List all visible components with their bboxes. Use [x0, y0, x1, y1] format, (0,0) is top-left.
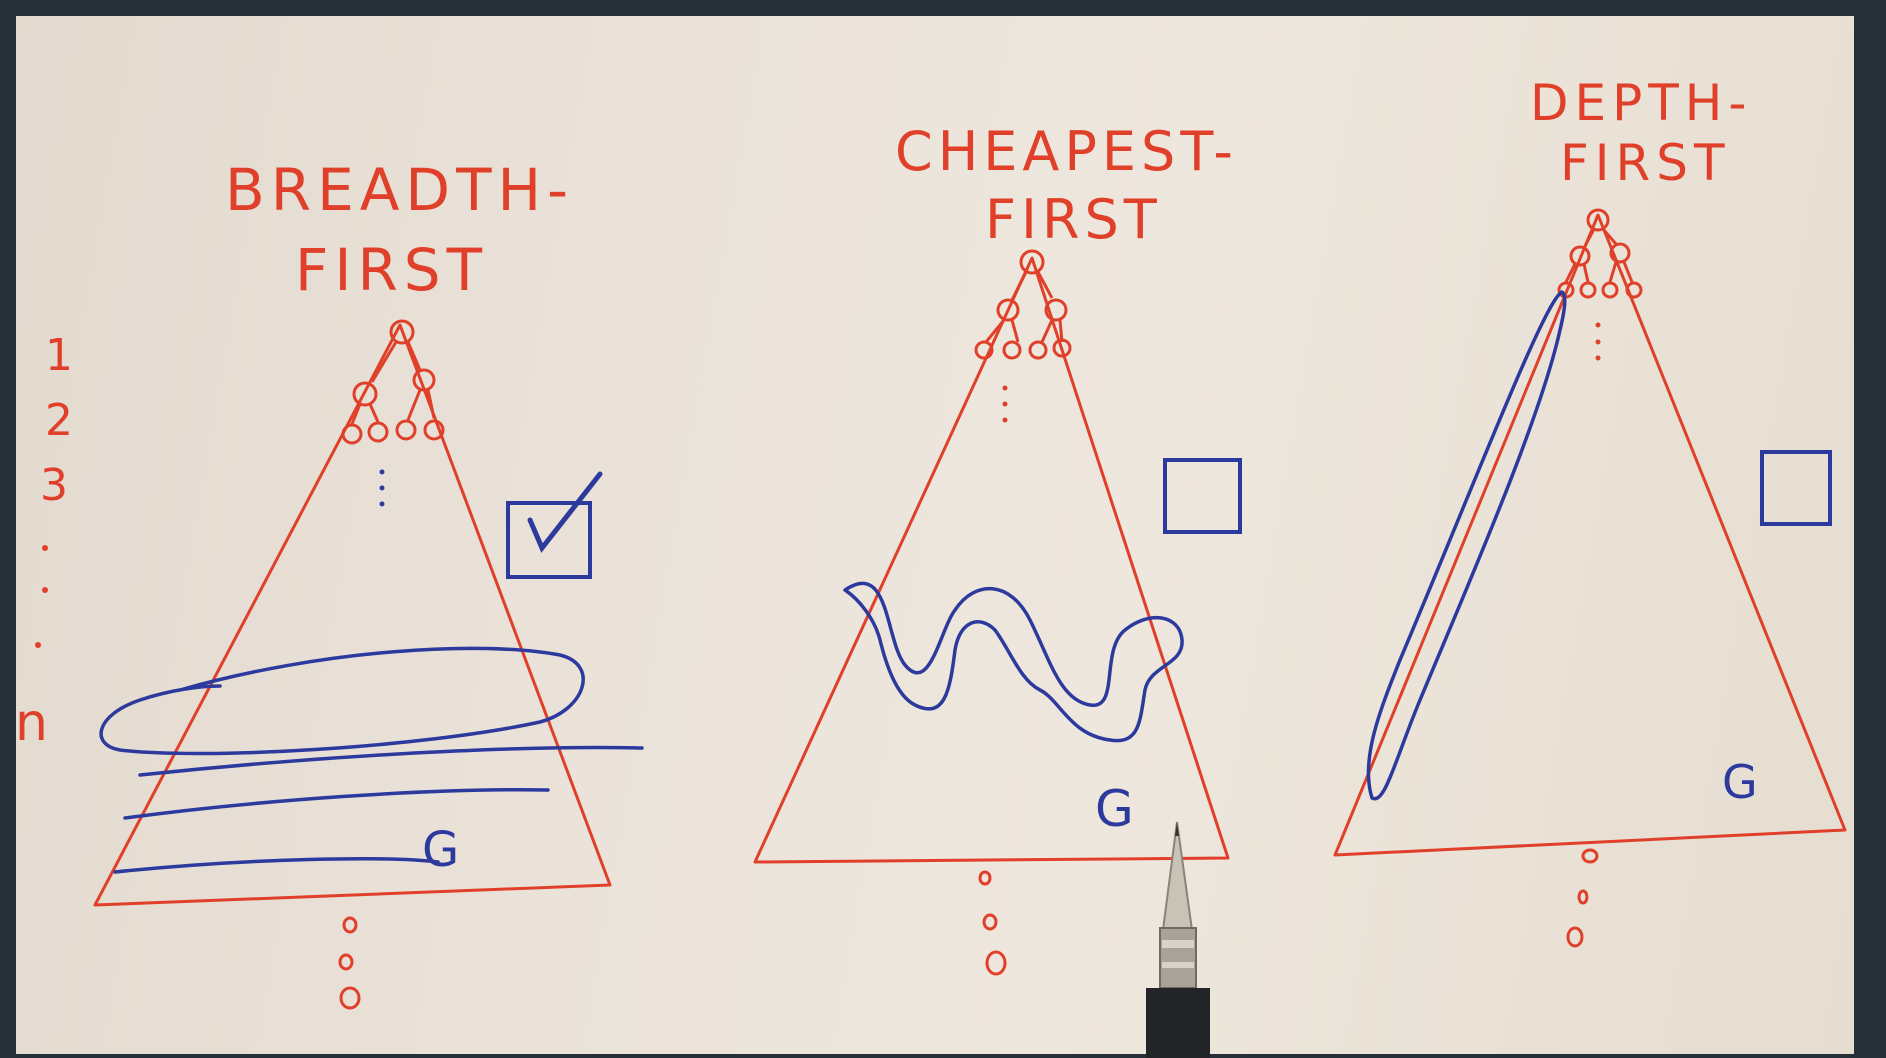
check-mark-icon — [527, 471, 603, 553]
level-label-3: 3 — [40, 460, 68, 511]
breadth-first-top-nodes — [341, 319, 445, 445]
level-label-2: 2 — [45, 395, 73, 446]
breadth-first-sweeps — [99, 646, 644, 874]
depth-first-panel: DEPTH- FIRST G — [1333, 74, 1847, 948]
cheapest-first-tree-outline — [753, 256, 1230, 864]
depth-first-goal-label: G — [1722, 755, 1758, 809]
breadth-first-checkbox — [506, 501, 592, 579]
depth-first-title-line1: DEPTH- — [1530, 74, 1752, 132]
breadth-first-title-line2: FIRST — [295, 236, 488, 304]
depth-first-top-nodes — [1557, 208, 1643, 299]
depth-first-tree-outline — [1333, 213, 1847, 857]
breadth-first-continuation — [338, 916, 361, 1010]
cheapest-first-title-line1: CHEAPEST- — [895, 120, 1238, 183]
depth-first-deep-path — [1366, 290, 1567, 801]
cheapest-first-checkbox — [1163, 458, 1242, 534]
pen-pointer — [1146, 821, 1210, 1058]
cheapest-first-goal-label: G — [1095, 780, 1134, 838]
breadth-first-goal-label: G — [422, 822, 459, 878]
level-label-n: n — [15, 693, 48, 753]
breadth-first-panel: BREADTH- FIRST 1 2 3 n — [15, 156, 644, 1010]
depth-first-title-line2: FIRST — [1560, 134, 1731, 192]
depth-first-continuation — [1566, 848, 1599, 948]
cheapest-first-panel: CHEAPEST- FIRST G — [753, 120, 1242, 1058]
breadth-first-title-line1: BREADTH- — [225, 156, 574, 224]
cheapest-first-continuation — [978, 870, 1007, 976]
level-label-1: 1 — [45, 330, 73, 381]
paper-background — [16, 16, 1854, 1054]
cheapest-first-title-line2: FIRST — [985, 188, 1162, 251]
breadth-first-tree-outline — [93, 323, 612, 907]
cheapest-first-cost-contour — [843, 581, 1184, 743]
depth-first-checkbox — [1760, 450, 1832, 526]
cheapest-first-top-nodes — [974, 249, 1072, 360]
